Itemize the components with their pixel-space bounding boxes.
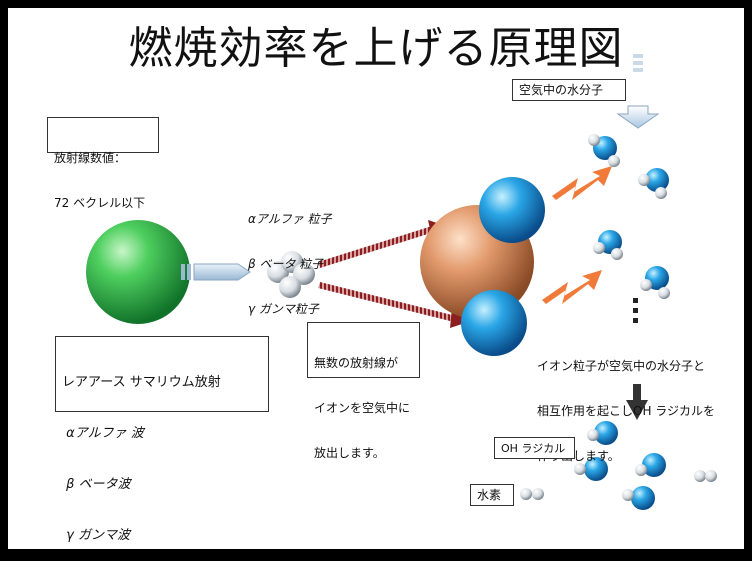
oh-radical [635, 453, 666, 477]
emission-arrow [181, 263, 251, 281]
radiation-value-line1: 放射線数値： [54, 151, 127, 165]
rays-line2: イオンを空気中に [314, 401, 411, 415]
ion-sphere-blue-bottom [461, 290, 527, 356]
water-molecule [593, 230, 623, 260]
particles-label: αアルファ 粒子 β ベータ 粒子 γ ガンマ粒子 [248, 182, 332, 332]
rays-line1: 無数の放射線が [314, 356, 399, 370]
samarium-sphere [86, 220, 190, 324]
interaction-box: イオン粒子が空気中の水分子と 相互作用を起こしOH ラジカルを 作り出します。 [531, 326, 744, 463]
water-molecule [638, 168, 669, 199]
radiation-value-line2: 72 ベクレル以下 [54, 196, 146, 210]
beta-particle-label: β ベータ 粒子 [248, 257, 324, 271]
interaction-line2: 相互作用を起こしOH ラジカルを [537, 404, 716, 418]
oh-radical [574, 457, 608, 481]
particle-cluster [267, 251, 315, 298]
water-molecule [640, 266, 670, 299]
air-water-label: 空気中の水分子 [512, 79, 626, 101]
source-box: レアアース サマリウム放射 αアルファ 波 β ベータ波 γ ガンマ波 [55, 336, 269, 543]
gamma-particle-label: γ ガンマ粒子 [248, 302, 319, 316]
zigzag-arrow-upper [552, 166, 612, 200]
source-line3: β ベータ波 [62, 477, 131, 492]
rays-line3: 放出します。 [314, 446, 385, 460]
ion-sphere-blue-top [479, 177, 545, 243]
hydrogen-molecule [694, 470, 717, 482]
interaction-line1: イオン粒子が空気中の水分子と [537, 359, 706, 373]
oh-radical-label: OH ラジカル [494, 437, 575, 459]
source-line2: αアルファ 波 [62, 426, 144, 441]
alpha-particle-label: αアルファ 粒子 [248, 212, 332, 226]
process-arrow-down [626, 298, 648, 420]
oh-radical [587, 421, 618, 445]
oh-radical [622, 486, 655, 510]
page-title: 燃焼効率を上げる原理図 [128, 23, 624, 74]
radiation-value-box: 放射線数値： 72 ベクレル以下 [47, 117, 159, 210]
zigzag-arrow-lower [542, 270, 602, 304]
rays-box: 無数の放射線が イオンを空気中に 放出します。 [307, 322, 420, 460]
source-line1: レアアース サマリウム放射 [62, 375, 221, 390]
air-arrow-down [616, 54, 660, 129]
hydrogen-label: 水素 [470, 484, 514, 506]
water-molecule [588, 134, 620, 167]
hydrogen-molecule [520, 488, 544, 500]
source-line4: γ ガンマ波 [62, 528, 130, 543]
